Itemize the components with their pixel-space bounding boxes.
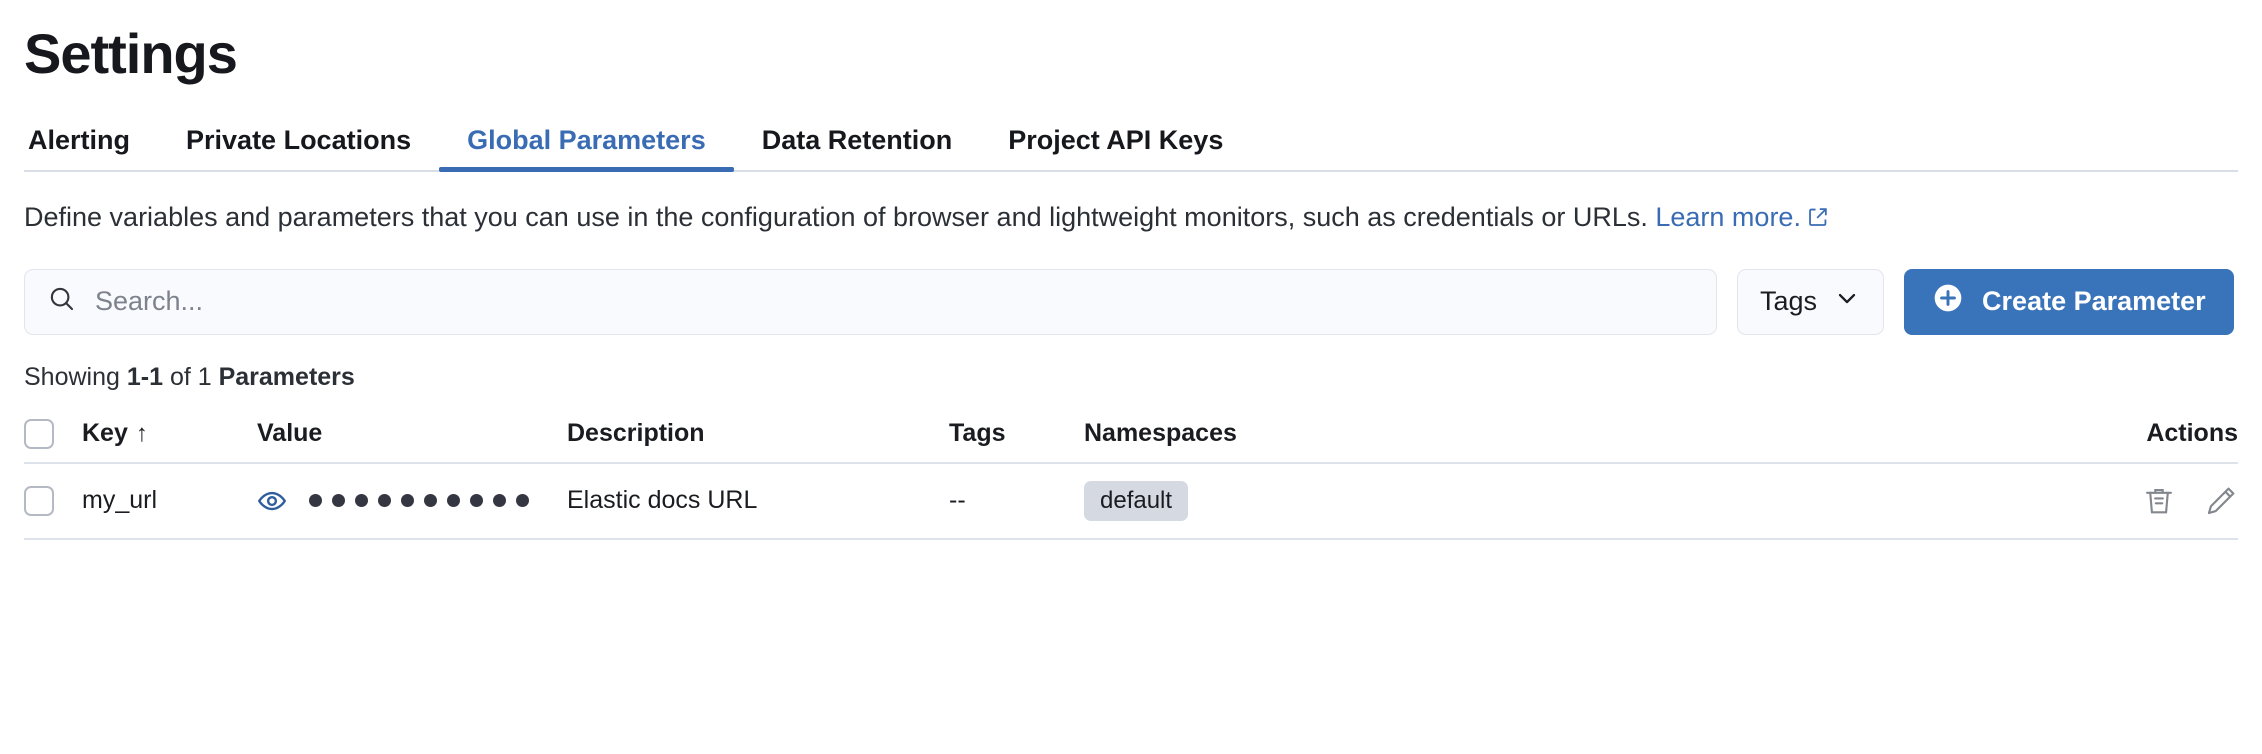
column-label: Description [567,419,705,448]
create-parameter-button[interactable]: Create Parameter [1904,268,2234,335]
column-label: Namespaces [1084,419,1237,448]
trash-icon[interactable] [2142,484,2176,518]
column-header-description[interactable]: Description [567,419,949,448]
mask-dot [516,494,529,508]
tab-label: Project API Keys [1008,125,1224,156]
tab-data-retention[interactable]: Data Retention [734,127,981,170]
summary-entity: Parameters [218,362,355,391]
settings-tabs: Alerting Private Locations Global Parame… [24,110,2238,173]
external-link-icon [1807,200,1829,238]
page-description: Define variables and parameters that you… [24,198,2234,238]
column-header-namespaces[interactable]: Namespaces [1084,419,2088,448]
column-label: Tags [949,419,1006,448]
parameters-table: Key↑ Value Description Tags Namespaces A… [24,406,2238,540]
tab-label: Alerting [28,125,131,156]
search-icon [47,284,77,319]
column-header-key[interactable]: Key↑ [82,419,257,448]
cell-value [257,486,567,516]
search-input[interactable] [95,286,1694,318]
table-header-row: Key↑ Value Description Tags Namespaces A… [24,406,2238,464]
cell-description: Elastic docs URL [567,486,758,515]
select-all-cell [24,418,82,449]
eye-icon[interactable] [257,486,287,516]
mask-dot [401,494,414,508]
create-parameter-label: Create Parameter [1982,286,2206,317]
mask-dot [470,494,483,508]
column-label: Key [82,419,128,448]
column-header-value[interactable]: Value [257,419,567,448]
plus-circle-icon [1932,282,1964,321]
tab-alerting[interactable]: Alerting [24,127,158,170]
tab-global-parameters[interactable]: Global Parameters [439,125,734,173]
description-text: Define variables and parameters that you… [24,202,1656,233]
tab-private-locations[interactable]: Private Locations [158,127,439,170]
cell-actions [2088,484,2238,518]
column-label: Value [257,419,323,448]
page-title: Settings [24,22,238,85]
learn-more-link[interactable]: Learn more. [1655,202,1801,233]
results-summary: Showing 1-1 of 1 Parameters [24,363,2238,392]
mask-dot [309,494,322,508]
controls-row: Tags Create Parameter [24,268,2238,335]
column-header-actions: Actions [2088,419,2238,448]
cell-key: my_url [82,486,158,515]
tab-label: Private Locations [186,125,412,156]
select-all-checkbox[interactable] [24,418,54,449]
cell-namespaces: default [1084,480,2088,521]
mask-dot [355,494,368,508]
row-select-checkbox[interactable] [24,485,54,516]
tab-project-api-keys[interactable]: Project API Keys [980,127,1251,170]
mask-dot [447,494,460,508]
pencil-icon[interactable] [2204,484,2238,518]
tab-label: Global Parameters [467,125,706,156]
mask-dot [424,494,437,508]
summary-range: 1-1 [126,362,163,391]
tags-filter-label: Tags [1760,286,1818,317]
arrow-up-icon: ↑ [135,420,148,448]
cell-tags: -- [949,486,966,515]
summary-middle: of 1 [163,362,219,391]
masked-value [309,494,529,508]
mask-dot [332,494,345,508]
tab-label: Data Retention [761,125,953,156]
mask-dot [493,494,506,508]
column-header-tags[interactable]: Tags [949,419,1084,448]
table-row: my_url [24,464,2238,540]
summary-prefix: Showing [24,362,127,391]
chevron-down-icon [1833,284,1861,319]
tags-filter-button[interactable]: Tags [1737,268,1885,335]
column-label: Actions [2146,419,2238,448]
mask-dot [378,494,391,508]
row-select-cell [24,485,82,516]
namespace-badge: default [1084,480,1189,521]
search-box[interactable] [24,268,1717,335]
